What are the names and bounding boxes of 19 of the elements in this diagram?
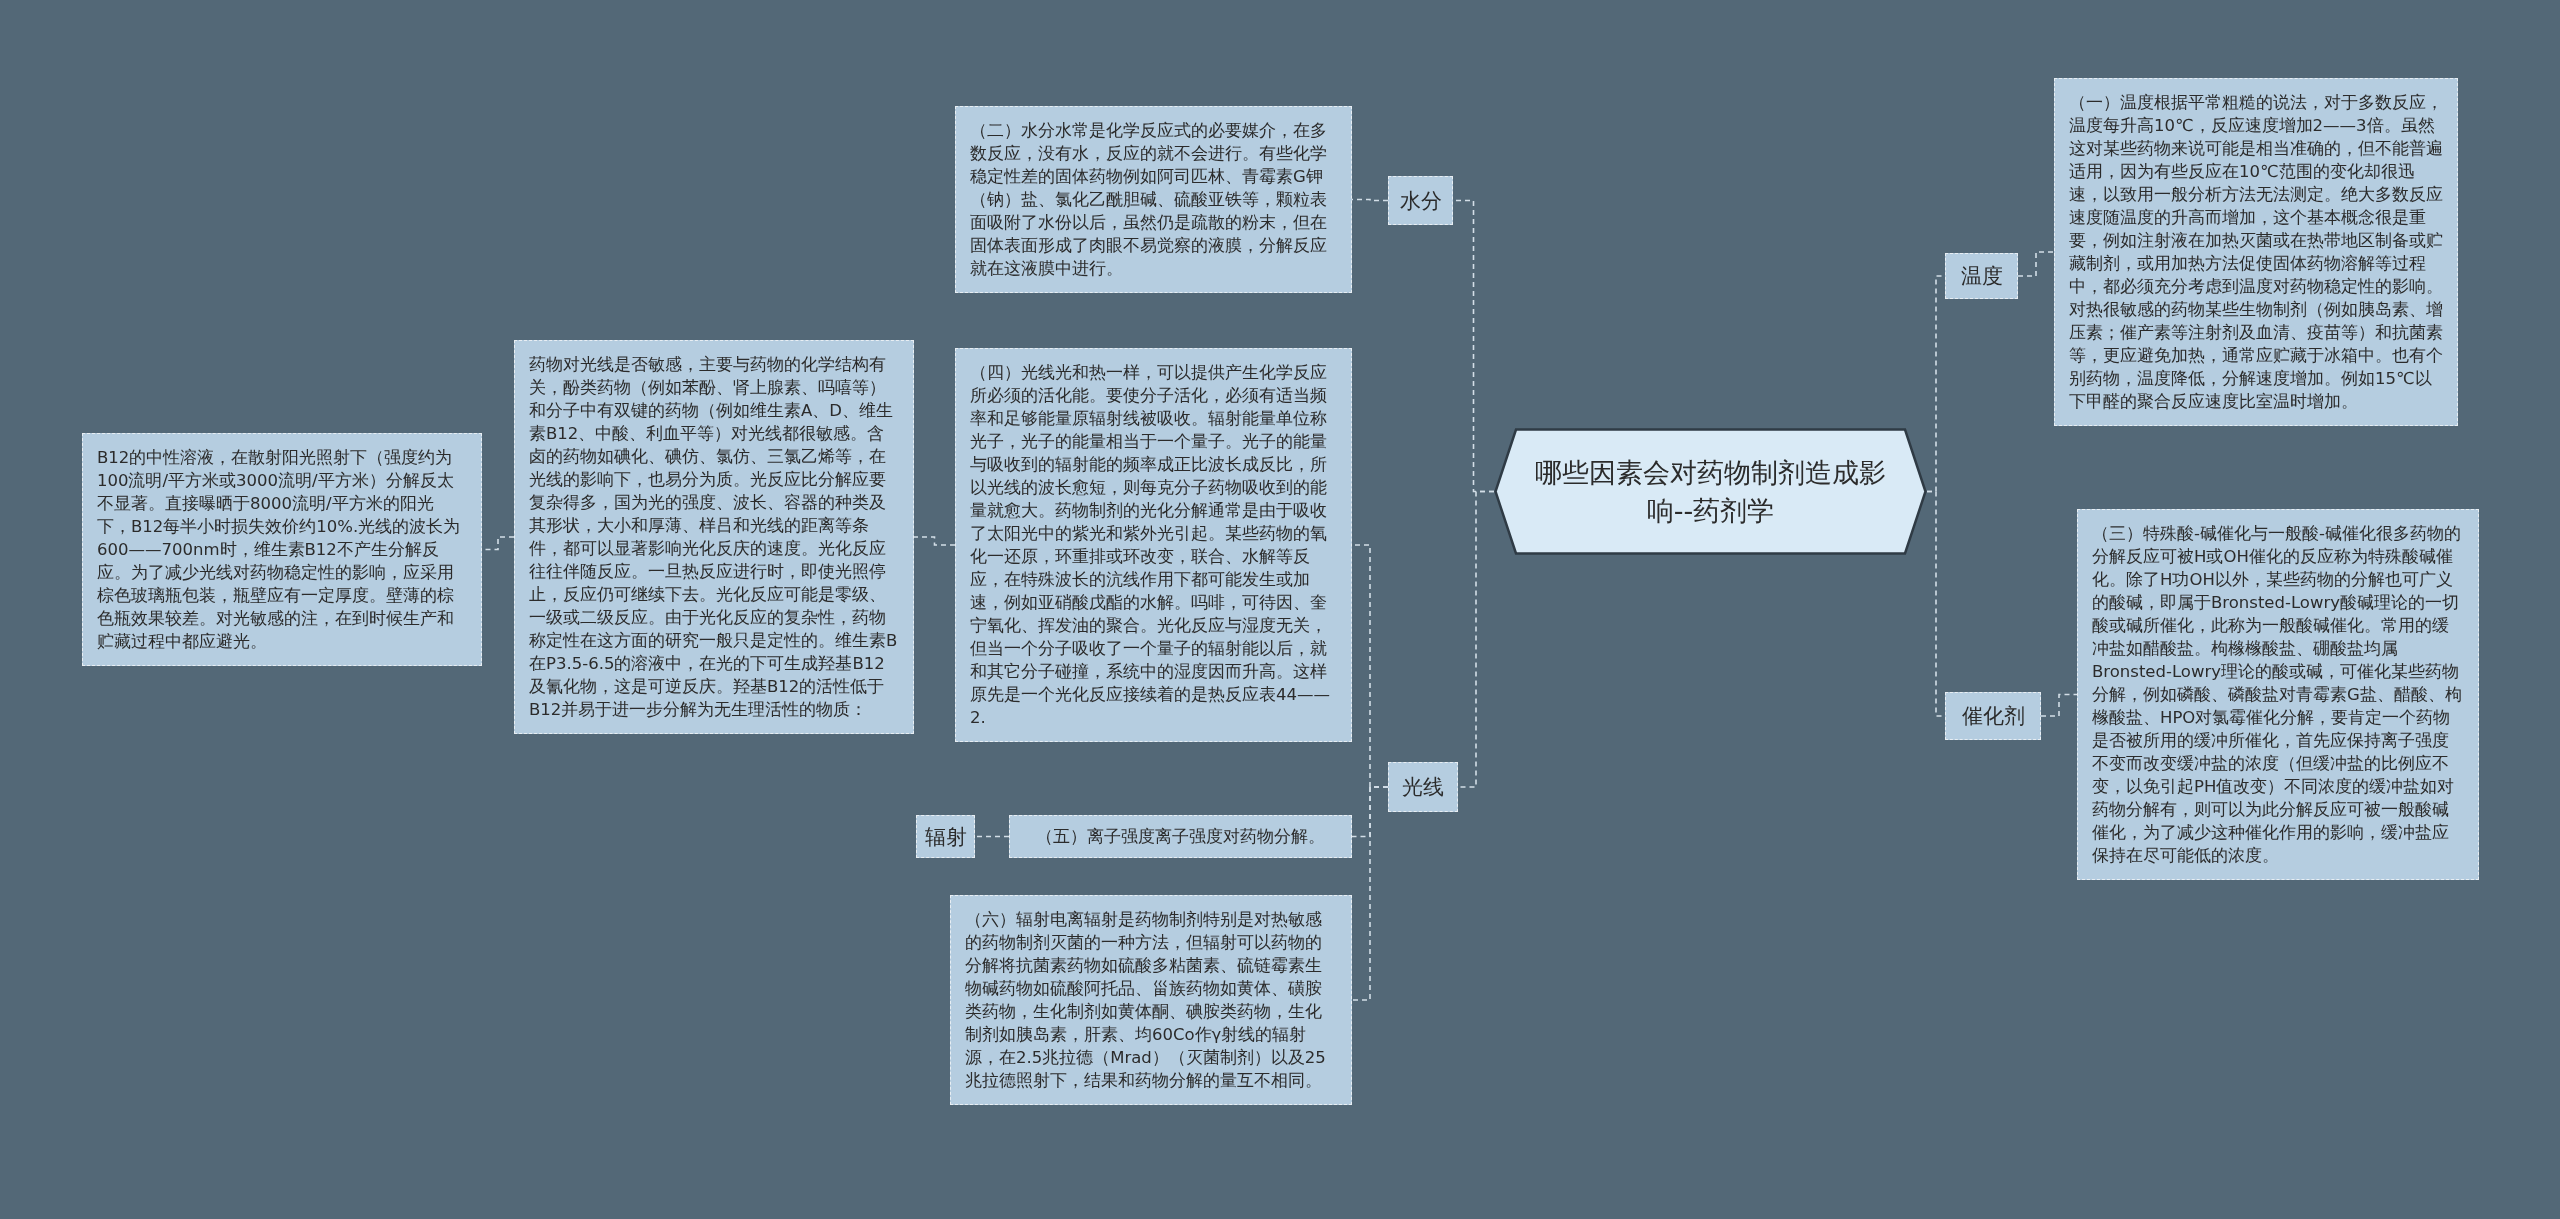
connector-line <box>2017 251 2055 277</box>
note-card: （一）温度根据平常粗糙的说法，对于多数反应，温度每升高10℃，反应速度增加2——3倍。虽然这对某些药物来说可能是相当准确的，但不能普遍适用，因为有些反应在10℃范围的变化却很迅速，以致用一般分析方法无法测定。绝大多数反应速度随温度的升高而增加，这个基本概念很是重要，例如注射液在加热灭菌或在热带地区制备或贮藏制剂，或用加热方法促使固体药物溶解等过程中，都必须充分考虑到温度对药物稳定性的影响。对热很敏感的药物某些生物制剂（例如胰岛素、增压素；催产素等注射剂及血清、疫苗等）和抗菌素等，更应避免加热，通常应贮藏于冰箱中。也有个别药物，温度降低，分解速度增加。例如15℃以下甲醛的聚合反应速度比室温时增加。 <box>2054 78 2458 426</box>
note-card: B12的中性溶液，在散射阳光照射下（强度约为100流明/平方米或3000流明/平方米）分解反太不显著。直接曝晒于8000流明/平方米的阳光下，B12每半小时损失效价约10%.光线的波长为600——700nm时，维生素B12不产生分解反应。为了减少光线对药物稳定性的影响，应采用棕色玻璃瓶包装，瓶壁应有一定厚度。壁薄的棕色瓶效果较差。对光敏感的注，在到时候生产和贮藏过程中都应避光。 <box>82 433 482 666</box>
note-card: （六）辐射电离辐射是药物制剂特别是对热敏感的药物制剂灭菌的一种方法，但辐射可以药物的分解将抗菌素药物如硫酸多粘菌素、硫链霉素生物碱药物如硫酸阿托品、甾族药物如黄体、磺胺类药物，生化制剂如黄体酮、碘胺类药物，生化制剂如胰岛素，肝素、均60Co作γ射线的辐射源，在2.5兆拉德（Mrad）（灭菌制剂）以及25兆拉德照射下，结果和药物分解的量互不相同。 <box>950 895 1352 1105</box>
topic-box: 光线 <box>1388 762 1458 812</box>
topic-box: （五）离子强度离子强度对药物分解。 <box>1009 815 1352 858</box>
topic-box: 辐射 <box>916 815 975 858</box>
topic-box: 催化剂 <box>1945 692 2041 740</box>
connector-line <box>2040 693 2078 717</box>
connector-line <box>913 536 956 546</box>
connector-line <box>974 835 1010 838</box>
note-card: （四）光线光和热一样，可以提供产生化学反应所必须的活化能。要使分子活化，必须有适当频率和足够能量原辐射线被吸收。辐射能量单位称光子，光子的能量相当于一个量子。光子的能量与吸收到的辐射能的频率成正比波长成反比，所以光线的波长愈短，则每克分子药物吸收到的能量就愈大。药物制剂的光化分解通常是由于吸收了太阳光中的紫光和紫外光引起。某些药物的氧化一还原，环重排或环改变，联合、水解等反应，在特殊波长的沆线作用下都可能发生或加速，例如亚硝酸戊酯的水解。吗啡，可待因、奎宁氧化、挥发油的聚合。光化反应与湿度无关，但当一个分子吸收了一个量子的辐射能以后，就和其它分子碰撞，系统中的湿度因而升高。这样原先是一个光化反应接续着的是热反应表44——2. <box>955 348 1352 742</box>
note-card: 药物对光线是否敏感，主要与药物的化学结构有关，酚类药物（例如苯酚、肾上腺素、吗嘻等）和分子中有双键的药物（例如维生素A、D、维生素B12、中酸、利血平等）对光线都很敏感。含卤的药物如碘化、碘仿、氯仿、三氯乙烯等，在光线的影响下，也易分为质。光反应比分解应要复杂得多，国为光的强度、波长、容器的种类及其形状，大小和厚薄、样吕和光线的距离等条件，都可以显著影响光化反庆的速度。光化反应往往伴随反应。一旦热反应进行时，即使光照停止，反应仍可继续下去。光化反应可能是零级、一级或二级反应。由于光化反应的复杂性，药物称定性在这方面的研究一般只是定性的。维生素B在P3.5-6.5的溶液中，在光的下可生成羟基B12及氰化物，这是可逆反庆。羟基B12的活性低于B12并易于进一步分解为无生理活性的物质： <box>514 340 914 734</box>
connector-line <box>1351 786 1389 1001</box>
topic-box: 水分 <box>1388 176 1453 225</box>
note-card: （三）特殊酸-碱催化与一般酸-碱催化很多药物的分解反应可被H或OH催化的反应称为特殊酸碱催化。除了H功OH以外，某些药物的分解也可广义的酸碱，即属于Bronsted-Lowry酸碱理论的一切酸或碱所催化，此称为一般酸碱催化。常用的缓冲盐如醋酸盐。枸橼橼酸盐、硼酸盐均属Bronsted-Lowry理论的酸或碱，可催化某些药物分解，例如磷酸、磷酸盐对青霉素G盐、醋酸、枸橼酸盐、HPO对氯霉催化分解，要肯定一个药物是否被所用的缓冲所催化，首先应保持离子强度不变而改变缓冲盐的浓度（但缓冲盐的比例应不变，以免引起PH值改变）不同浓度的缓冲盐如对药物分解有，则可以为此分解反应可被一般酸碱催化，为了减少这种催化作用的影响，缓冲盐应保持在尽可能低的浓度。 <box>2077 509 2479 880</box>
topic-box: 温度 <box>1945 253 2018 299</box>
note-card: （二）水分水常是化学反应式的必要媒介，在多数反应，没有水，反应的就不会进行。有些化学稳定性差的固体药物例如阿司匹林、青霉素G钾（钠）盐、氯化乙酰胆碱、硫酸亚铁等，颗粒表面吸附了水份以后，虽然仍是疏散的粉末，但在固体表面形成了肉眼不易觉察的液膜，分解反应就在这液膜中进行。 <box>955 106 1352 293</box>
central-topic: 哪些因素会对药物制剂造成影响--药剂学 <box>1494 428 1927 555</box>
